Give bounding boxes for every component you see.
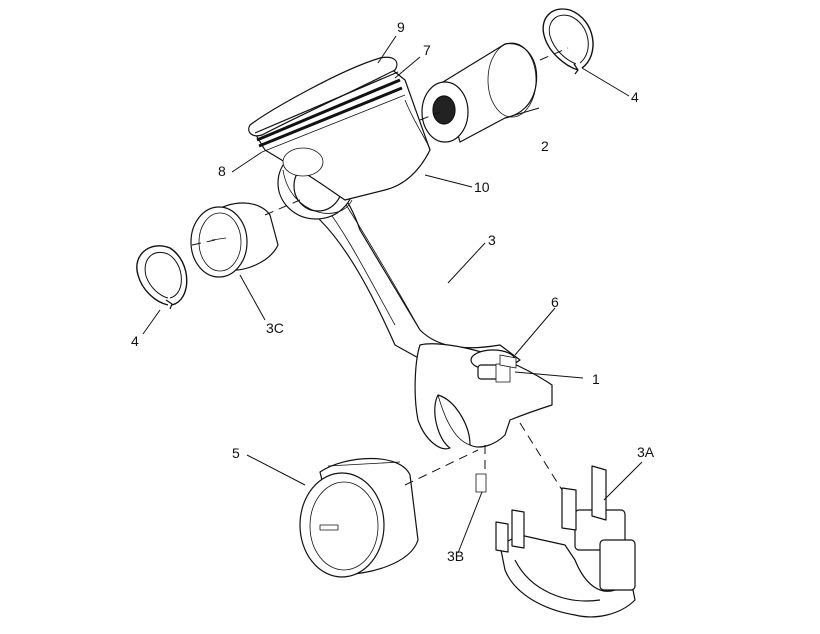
callout-1: 1: [592, 371, 600, 387]
callout-4-left: 4: [131, 333, 139, 349]
retaining-ring-left: [136, 245, 188, 310]
rod-cap: [475, 465, 636, 618]
callout-9: 9: [397, 19, 405, 35]
callout-3b: 3B: [447, 548, 464, 564]
leader-lines: [142, 35, 643, 554]
piston: [248, 56, 431, 201]
callout-3: 3: [488, 232, 496, 248]
callout-7: 7: [423, 42, 431, 58]
big-end-bearing: [299, 458, 419, 578]
callout-2: 2: [541, 138, 549, 154]
callout-10: 10: [474, 179, 490, 195]
piston-pin: [421, 42, 538, 143]
callout-5: 5: [232, 445, 240, 461]
callout-4-top: 4: [631, 89, 639, 105]
retaining-ring-top: [542, 8, 594, 75]
small-end-bushing: [190, 202, 279, 278]
rod-bolt: [495, 354, 517, 383]
connecting-rod: [277, 146, 553, 450]
callout-labels: 9 7 8 10 3 2 4 4 3C 6 1 5 3A 3B: [131, 19, 655, 564]
callout-3c: 3C: [266, 320, 284, 336]
assembly-lines: [191, 47, 569, 491]
callout-6: 6: [551, 294, 559, 310]
callout-3a: 3A: [637, 444, 655, 460]
callout-8: 8: [218, 163, 226, 179]
